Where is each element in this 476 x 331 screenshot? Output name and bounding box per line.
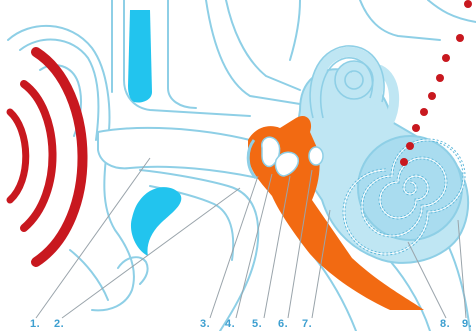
label-2: 2.	[54, 318, 64, 330]
sound-waves	[10, 52, 83, 262]
label-5: 5.	[252, 318, 262, 330]
upper-cavity	[128, 10, 152, 103]
label-8: 8.	[440, 318, 450, 330]
ear-canal	[98, 128, 262, 178]
label-9: 9.	[462, 318, 472, 330]
label-4: 4.	[225, 318, 235, 330]
label-3: 3.	[200, 318, 210, 330]
label-7: 7.	[302, 318, 312, 330]
lower-cavity	[131, 187, 181, 256]
label-1: 1.	[30, 318, 40, 330]
label-6: 6.	[278, 318, 288, 330]
